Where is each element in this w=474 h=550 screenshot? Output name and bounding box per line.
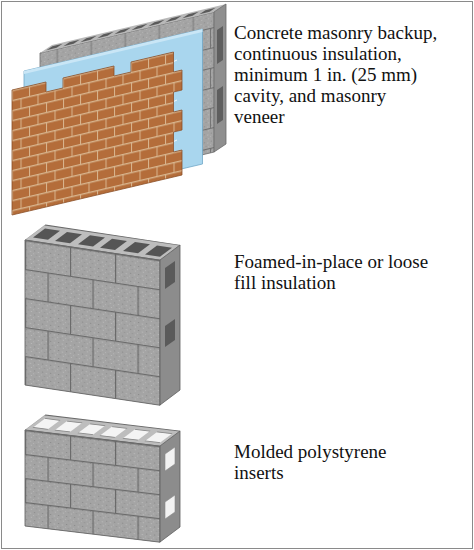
wall-core xyxy=(165,261,175,289)
wall-core xyxy=(165,319,175,347)
wall-caption: Molded polystyrene inserts xyxy=(234,441,438,483)
polystyrene-insert xyxy=(165,447,175,471)
cmu-core xyxy=(217,86,223,124)
cmu-wall-inserts xyxy=(25,415,180,542)
wall-face xyxy=(25,240,160,405)
cavity-wall xyxy=(12,4,226,215)
wall-caption: Foamed-in-place or loose fill insulation xyxy=(234,251,438,293)
wall-face xyxy=(25,430,160,542)
polystyrene-insert xyxy=(165,495,175,519)
wall-end xyxy=(160,431,180,542)
wall-end xyxy=(160,245,180,405)
wall-caption: Concrete masonry backup, continuous insu… xyxy=(234,22,438,127)
cmu-core xyxy=(217,26,223,64)
cmu-end xyxy=(214,4,226,152)
brick-veneer xyxy=(12,50,182,215)
cmu-wall-fill xyxy=(25,225,180,405)
